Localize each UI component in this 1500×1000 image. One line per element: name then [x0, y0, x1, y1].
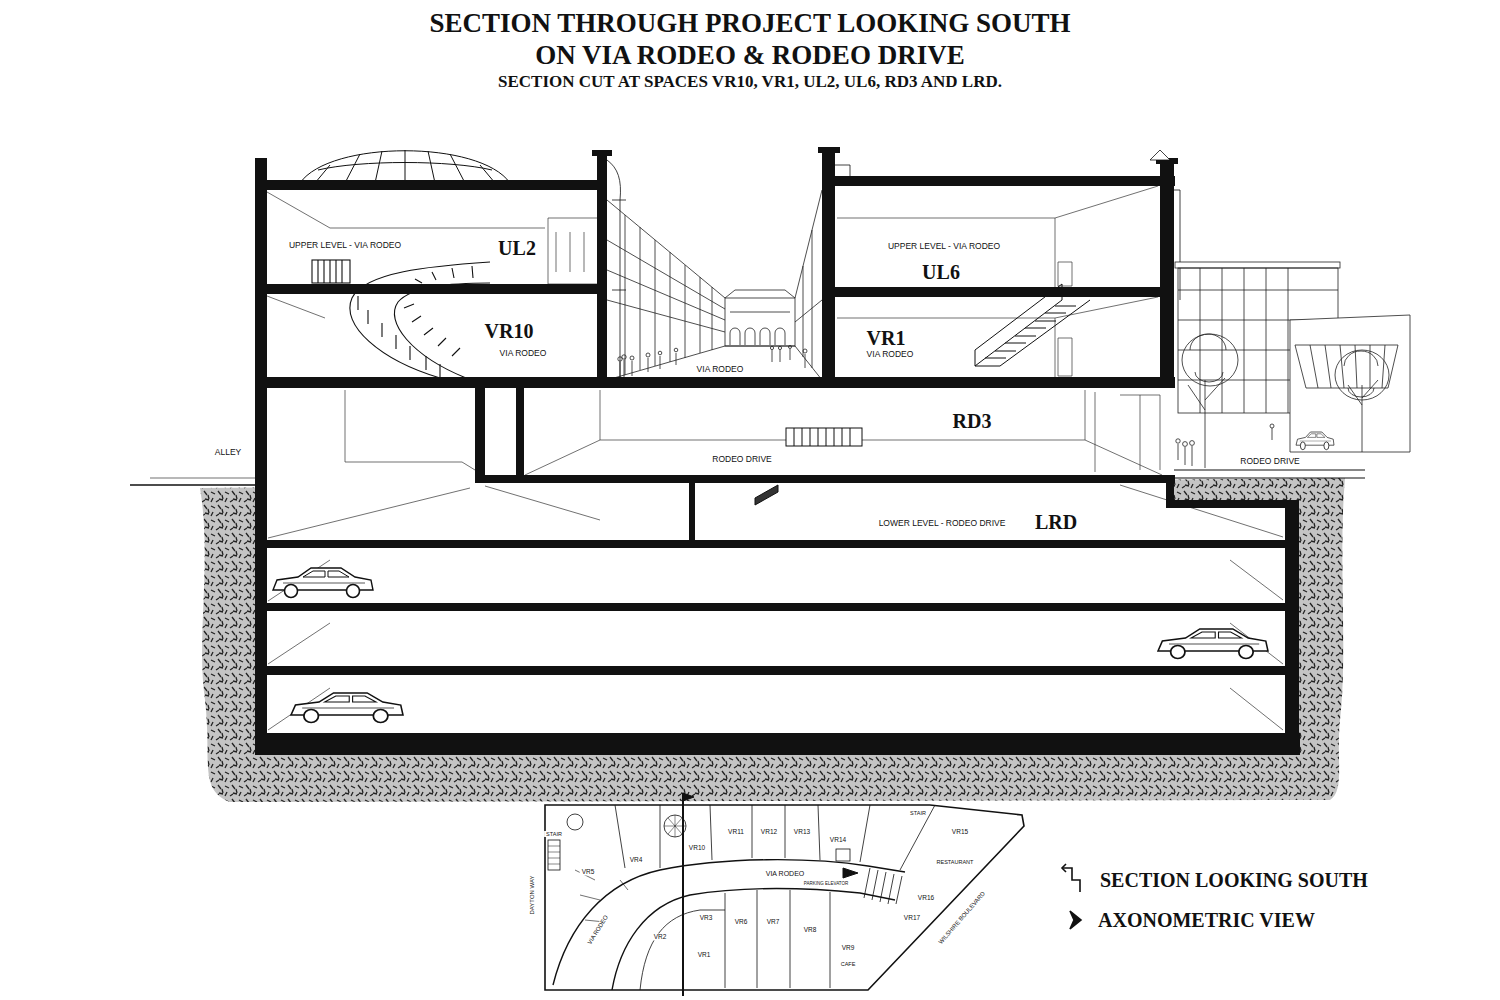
cars	[273, 432, 1334, 723]
soil	[200, 478, 1345, 802]
room-perspective-lines	[267, 186, 1283, 730]
legend-text: SECTION LOOKING SOUTH	[1100, 869, 1368, 891]
plan-label: VR15	[950, 828, 970, 835]
title: SECTION THROUGH PROJECT LOOKING SOUTH ON…	[420, 8, 1080, 72]
plan-label: VR12	[759, 828, 779, 835]
space-id: UL2	[496, 237, 538, 259]
plan-label: VR5	[580, 868, 597, 875]
plan-label: VR9	[840, 944, 857, 951]
plan-label: VR11	[726, 828, 746, 835]
street-label: ALLEY	[213, 448, 243, 457]
via-rodeo-street-scene	[607, 190, 822, 380]
plan-label: VR17	[902, 914, 922, 921]
space-id: VR1	[865, 327, 908, 349]
plan-label: VR13	[792, 828, 812, 835]
plan-label: VR7	[765, 918, 782, 925]
structure	[255, 147, 1300, 755]
dome	[300, 150, 510, 183]
street-label: VIA RODEO	[695, 365, 746, 374]
level-label: UPPER LEVEL - VIA RODEO	[287, 241, 403, 250]
plan-label: VR8	[802, 926, 819, 933]
subtitle: SECTION CUT AT SPACES VR10, VR1, UL2, UL…	[496, 73, 1004, 92]
plan-label: STAIR	[908, 810, 928, 816]
plan-label: PARKING ELEVATOR	[802, 882, 850, 887]
plan-label: VR2	[652, 933, 669, 940]
plan-label: STAIR	[544, 831, 564, 837]
spiral-stair	[312, 260, 490, 378]
railing	[755, 428, 862, 505]
level-label: UPPER LEVEL - VIA RODEO	[886, 242, 1002, 251]
exterior-scene	[1175, 262, 1410, 468]
space-id: VR10	[483, 320, 536, 342]
plan-label: VR3	[698, 914, 715, 921]
plan-street-label: VIA RODEO	[585, 913, 610, 948]
plan-label: VR4	[628, 856, 645, 863]
plan-label: VR14	[828, 836, 848, 843]
street-label: RODEO DRIVE	[1238, 457, 1302, 466]
space-id: UL6	[920, 261, 962, 283]
plan-street-label: VIA RODEO	[764, 870, 807, 878]
plan-label: RESTAURANT	[935, 859, 976, 865]
level-label: LOWER LEVEL - RODEO DRIVE	[877, 519, 1008, 528]
plan-street-label: WILSHIRE BOULEVARD	[936, 889, 988, 947]
plan-label: VR6	[733, 918, 750, 925]
space-id: LRD	[1033, 511, 1079, 533]
facade-details	[607, 150, 1180, 380]
site-plan	[545, 793, 1024, 996]
level-label: VIA RODEO	[498, 349, 549, 358]
plan-label: VR1	[696, 951, 713, 958]
ground-lines	[130, 470, 1365, 485]
plan-label: VR16	[916, 894, 936, 901]
space-id: RD3	[951, 410, 994, 432]
plan-label: VR10	[687, 844, 707, 851]
legend-text: AXONOMETRIC VIEW	[1098, 909, 1315, 931]
plan-street-label: DAYTON WAY	[529, 873, 536, 916]
legend-symbols	[1062, 864, 1081, 929]
level-label: VIA RODEO	[865, 350, 916, 359]
level-label: RODEO DRIVE	[710, 455, 774, 464]
plan-label: CAFE	[839, 961, 858, 967]
